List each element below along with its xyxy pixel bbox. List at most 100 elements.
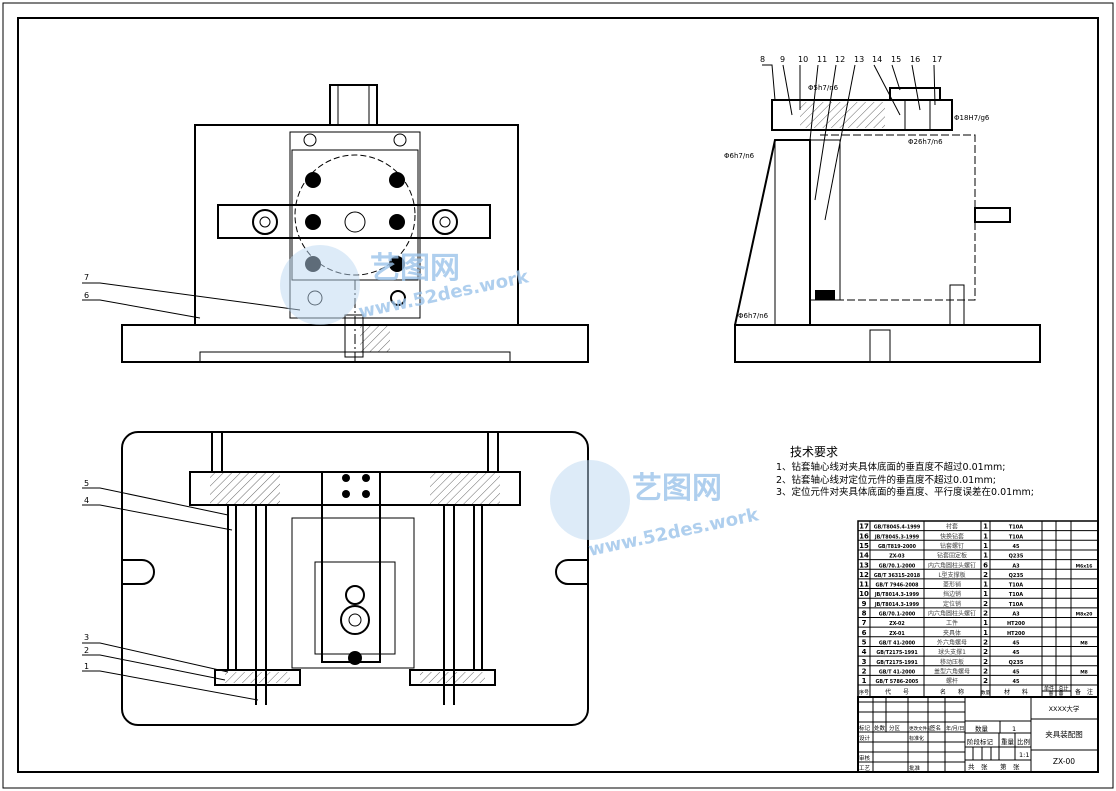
label-6: 6 xyxy=(84,291,89,300)
bom-material: 45 xyxy=(1013,640,1020,646)
bom-qty: 2 xyxy=(983,600,988,608)
label-4: 4 xyxy=(84,496,89,505)
top-view xyxy=(121,431,589,726)
front-view xyxy=(121,84,589,365)
design-label: 设计 xyxy=(859,734,871,742)
bom-header-cell: 备 注 xyxy=(1075,688,1093,696)
bom-note: M6x16 xyxy=(1076,563,1093,569)
bom-header-cell: 序号 xyxy=(859,689,869,696)
bom-qty: 2 xyxy=(983,667,988,675)
bom-qty: 6 xyxy=(983,561,988,569)
label-8: 8 xyxy=(760,55,765,64)
bom-qty: 2 xyxy=(983,658,988,666)
standardize-label: 标准化 xyxy=(909,735,924,742)
watermark: 艺图网 www.52des.work 艺图网 www.52des.work xyxy=(280,245,761,561)
tech-title: 技术要求 xyxy=(790,445,838,459)
label-14: 14 xyxy=(872,55,882,64)
bom-no: 2 xyxy=(862,667,867,675)
bom-no: 5 xyxy=(862,638,867,646)
fit-label: Φ26h7/n6 xyxy=(908,138,943,146)
bom-code: ZX-02 xyxy=(889,621,904,627)
bom-no: 9 xyxy=(862,600,867,608)
bom-name: 菱形销 xyxy=(943,581,961,589)
bom-qty: 1 xyxy=(983,619,988,627)
bom-material: 45 xyxy=(1013,544,1020,550)
label-16: 16 xyxy=(910,55,920,64)
label-1: 1 xyxy=(84,662,89,671)
bom-code: GB/T 7946-2008 xyxy=(876,583,920,589)
bom-code: GB/T2175-1991 xyxy=(876,660,917,666)
bom-code: GB/T 36315-2018 xyxy=(874,573,921,579)
stage-mark: 阶段标记 xyxy=(967,737,994,746)
change-doc-label: 更改文件号 xyxy=(909,725,932,732)
bom-material: Q235 xyxy=(1009,573,1024,579)
bom-header-cell: 材 料 xyxy=(1004,688,1028,696)
bom-no: 10 xyxy=(859,590,869,598)
bom-no: 7 xyxy=(862,619,867,627)
bom-no: 11 xyxy=(859,581,869,589)
bom-material: HT200 xyxy=(1007,621,1026,627)
bom-material: 45 xyxy=(1013,679,1020,685)
count-label: 处数 xyxy=(874,724,886,732)
bom-material: A3 xyxy=(1012,563,1020,569)
bom-material: T10A xyxy=(1009,534,1023,540)
bom-material: T10A xyxy=(1009,583,1023,589)
school-name: XXXX大学 xyxy=(1049,704,1080,713)
svg-text:艺图网: 艺图网 xyxy=(370,251,460,286)
bom-header-cell: 总计 xyxy=(1058,685,1068,692)
bom-code: JB/T8045.3-1999 xyxy=(874,534,920,540)
bom-code: JB/T8014.3-1999 xyxy=(874,602,920,608)
bom-qty: 1 xyxy=(983,552,988,560)
bom-qty: 2 xyxy=(983,638,988,646)
bom-code: GB/T 41-2000 xyxy=(879,640,916,646)
bom-name: 外六角螺母 xyxy=(937,638,967,646)
bom-note: M8 xyxy=(1080,640,1088,646)
fit-label: Φ6h7/n6 xyxy=(724,152,755,160)
bom-material: T10A xyxy=(1009,525,1023,531)
bom-qty: 1 xyxy=(983,581,988,589)
bom-code: GB/T 5786-2005 xyxy=(876,679,919,685)
side-view xyxy=(734,87,1041,363)
label-3: 3 xyxy=(84,633,89,642)
label-17: 17 xyxy=(932,55,942,64)
drawing-number: ZX-00 xyxy=(1053,757,1075,766)
bom-name: 钻套螺钉 xyxy=(940,542,964,550)
bom-material: T10A xyxy=(1009,592,1023,598)
qty-value: 1 xyxy=(1012,725,1016,733)
bom-material: Q235 xyxy=(1009,554,1024,560)
scale-label: 比例 xyxy=(1017,737,1030,746)
bom-qty: 1 xyxy=(983,590,988,598)
bom-qty: 1 xyxy=(983,523,988,531)
bom-code: GB/70.1-2000 xyxy=(879,563,916,569)
bom-no: 6 xyxy=(862,629,867,637)
approve-label: 批准 xyxy=(909,764,921,772)
bom-name: 球头支撑1 xyxy=(938,648,966,656)
weight-label: 重量 xyxy=(1001,738,1015,746)
bom-code: GB/T819-2000 xyxy=(878,544,917,550)
zone-label: 分区 xyxy=(889,724,901,732)
date-label: 年/月/日 xyxy=(946,725,964,732)
bom-material: A3 xyxy=(1012,612,1020,618)
bom-name: 衬套 xyxy=(946,523,958,531)
bom-no: 1 xyxy=(862,677,867,685)
bom-qty: 2 xyxy=(983,610,988,618)
bom-no: 16 xyxy=(859,532,869,540)
bom-material: HT200 xyxy=(1007,631,1026,637)
bom-no: 12 xyxy=(859,571,869,579)
bom-qty: 1 xyxy=(983,629,988,637)
bom-code: ZX-03 xyxy=(889,554,904,560)
bom-name: 挡边销 xyxy=(943,590,961,598)
bom-name: 定位销 xyxy=(943,600,961,608)
fit-label: Φ5h7/n6 xyxy=(808,84,839,92)
bom-header-cell: 名 称 xyxy=(940,688,964,696)
bom-name: 快换钻套 xyxy=(940,532,964,540)
bom-code: GB/T8045.4-1999 xyxy=(874,525,921,531)
svg-text:艺图网: 艺图网 xyxy=(632,471,722,506)
label-5: 5 xyxy=(84,479,89,488)
process-label: 工艺 xyxy=(859,765,871,772)
bom-no: 14 xyxy=(859,552,869,560)
tech-item: 1、钻套轴心线对夹具体底面的垂直度不超过0.01mm; xyxy=(776,461,1005,473)
tech-requirements: 技术要求 1、钻套轴心线对夹具体底面的垂直度不超过0.01mm; 2、钻套轴心线… xyxy=(776,445,1034,498)
